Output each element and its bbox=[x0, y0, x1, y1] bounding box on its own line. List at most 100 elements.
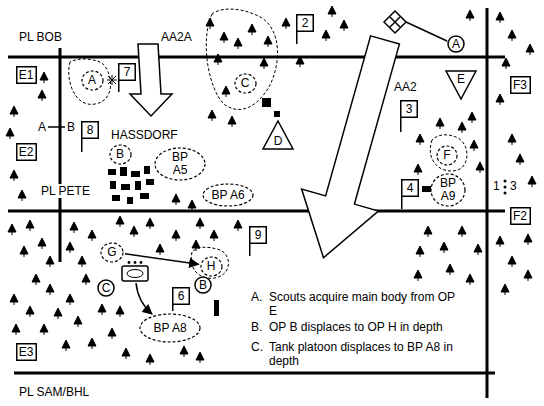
tree-symbol bbox=[468, 112, 476, 123]
outline-shape bbox=[203, 184, 253, 206]
terrain-outline bbox=[191, 247, 228, 278]
phase-line-label: PL PETE bbox=[40, 184, 91, 198]
note-letter: A. bbox=[250, 290, 263, 304]
unit-flag: 7 bbox=[118, 63, 136, 81]
phase-line bbox=[14, 372, 495, 375]
outline-shape bbox=[16, 144, 36, 161]
boundary-dash bbox=[48, 126, 65, 128]
node-text: A bbox=[452, 38, 460, 51]
tree-symbol bbox=[296, 56, 304, 67]
tree-symbol bbox=[436, 118, 444, 129]
phase-line bbox=[8, 56, 505, 59]
outline-shape bbox=[119, 64, 136, 81]
building bbox=[135, 181, 141, 190]
outline-shape bbox=[510, 77, 530, 94]
tree-symbol bbox=[524, 270, 532, 281]
node-text: G bbox=[107, 246, 116, 259]
observation-post: G bbox=[100, 242, 124, 263]
tree-symbol bbox=[260, 58, 268, 69]
avenue-arrow bbox=[302, 36, 400, 258]
tree-symbol bbox=[264, 36, 272, 47]
tree-symbol bbox=[446, 264, 454, 275]
tree-symbol bbox=[214, 54, 222, 65]
note-letter: C. bbox=[250, 340, 264, 354]
tree-symbol bbox=[188, 200, 196, 211]
tank-platoon bbox=[122, 261, 148, 281]
platoon-dot bbox=[128, 261, 131, 264]
tree-symbol bbox=[501, 284, 509, 295]
battle-position: BP A9 bbox=[430, 173, 466, 207]
terrain-outline bbox=[69, 59, 111, 104]
flag-staff bbox=[400, 118, 402, 132]
tree-symbol bbox=[416, 246, 424, 257]
outline-shape bbox=[101, 243, 123, 262]
tree-symbol bbox=[12, 324, 20, 335]
node-text: 3 bbox=[406, 103, 413, 116]
tree-symbol bbox=[466, 10, 474, 21]
outline-shape bbox=[82, 71, 103, 90]
tree-symbol bbox=[516, 154, 524, 165]
battle-position: BP A6 bbox=[202, 183, 254, 207]
tree-symbol bbox=[196, 352, 204, 363]
node-text: B bbox=[199, 279, 207, 292]
tree-symbol bbox=[70, 222, 78, 233]
terrain-outline bbox=[206, 9, 277, 109]
tree-symbol bbox=[38, 238, 46, 249]
sector-dot bbox=[504, 192, 507, 195]
op-triangle: E bbox=[445, 70, 477, 100]
boundary-line bbox=[59, 48, 62, 262]
tree-symbol bbox=[88, 230, 96, 241]
building bbox=[127, 197, 133, 204]
node-text: F3 bbox=[513, 79, 527, 92]
tree-symbol bbox=[40, 72, 48, 83]
burst-symbol bbox=[107, 75, 117, 85]
tree-symbol bbox=[10, 170, 18, 181]
buildings bbox=[108, 98, 431, 316]
tree-symbol bbox=[414, 164, 422, 175]
building bbox=[140, 193, 149, 199]
tree-symbol bbox=[340, 20, 348, 31]
tree-symbol bbox=[116, 216, 124, 227]
tree-symbol bbox=[6, 128, 14, 139]
sector-number: 1 bbox=[492, 179, 501, 193]
sector-marker: E1 bbox=[16, 66, 37, 84]
tree-symbol bbox=[220, 32, 228, 43]
avenue-arrow bbox=[130, 44, 172, 116]
building bbox=[146, 179, 154, 185]
node-text: B bbox=[116, 148, 124, 161]
sector-dot bbox=[504, 180, 507, 183]
enemy-diamond bbox=[384, 11, 447, 41]
node-text: 6 bbox=[178, 290, 185, 303]
tree-symbol bbox=[32, 274, 40, 285]
diamond-cross bbox=[390, 17, 400, 27]
building bbox=[112, 195, 120, 201]
tree-symbol bbox=[414, 270, 422, 281]
building bbox=[144, 166, 150, 174]
outline-shape bbox=[297, 15, 314, 32]
tree-symbol bbox=[26, 220, 34, 231]
building bbox=[274, 111, 280, 117]
event-circle: A bbox=[447, 35, 465, 53]
outline-shape bbox=[201, 257, 222, 276]
outline-shape bbox=[263, 121, 293, 149]
outline-shape bbox=[448, 36, 464, 52]
building bbox=[121, 184, 130, 190]
node-text: 4 bbox=[407, 182, 414, 195]
node-text: E bbox=[457, 73, 465, 86]
flag-staff bbox=[81, 139, 83, 152]
node-text: E3 bbox=[19, 346, 34, 359]
tree-symbol bbox=[40, 324, 48, 335]
tree-symbol bbox=[496, 236, 504, 247]
node-text: 2 bbox=[302, 17, 309, 30]
event-circle: C bbox=[97, 279, 115, 297]
tree-symbol bbox=[476, 162, 484, 173]
leader-line bbox=[406, 22, 447, 41]
outline-shape bbox=[510, 208, 530, 225]
tree-symbol bbox=[46, 284, 54, 295]
node-text: C bbox=[102, 282, 111, 295]
node-text: A bbox=[88, 74, 96, 87]
tree-symbol bbox=[502, 58, 510, 69]
outline-shape bbox=[431, 174, 465, 206]
sector-number: 3 bbox=[509, 179, 518, 193]
flag-staff bbox=[249, 244, 251, 256]
